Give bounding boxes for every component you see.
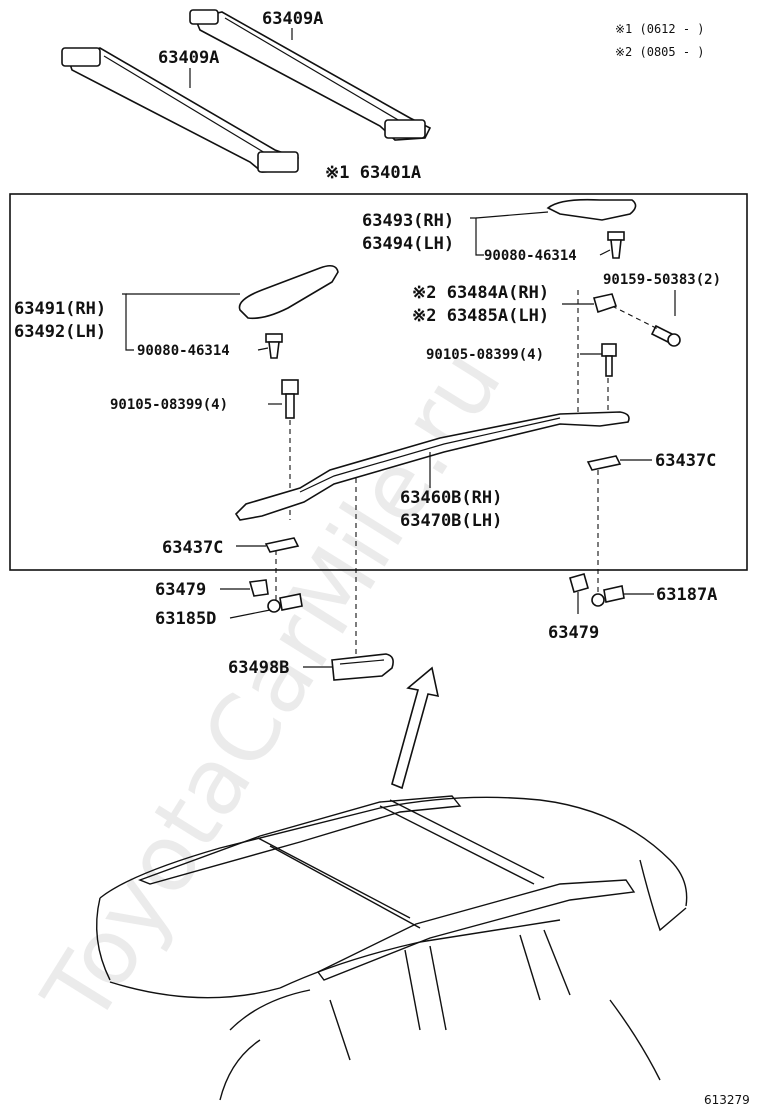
bolt-left[interactable] <box>281 379 299 419</box>
label-63185D: 63185D <box>155 609 216 629</box>
end-cover-right[interactable] <box>546 198 637 221</box>
label-90080-right: 90080-46314 <box>484 248 577 264</box>
cross-bar-upper[interactable] <box>189 9 432 141</box>
screw-90159[interactable] <box>650 324 681 347</box>
bracket-63484A[interactable] <box>592 293 618 314</box>
note-1: ※1 (0612 - ) <box>615 22 705 36</box>
label-63484A: ※2 63484A(RH) <box>412 283 549 303</box>
label-63437C-right: 63437C <box>655 451 716 471</box>
label-63187A: 63187A <box>656 585 717 605</box>
note-2: ※2 (0805 - ) <box>615 45 705 59</box>
clip-63479-left[interactable] <box>248 579 269 597</box>
nut-63185D[interactable] <box>267 593 303 613</box>
label-90105-left: 90105-08399(4) <box>110 397 228 413</box>
label-63437C-left: 63437C <box>162 538 223 558</box>
end-cover-left[interactable] <box>238 264 339 320</box>
spacer-right[interactable] <box>586 455 622 471</box>
location-arrow <box>391 666 440 790</box>
nut-63187A[interactable] <box>591 585 625 607</box>
label-90080-left: 90080-46314 <box>137 343 230 359</box>
assembly-box <box>9 193 748 571</box>
spacer-left[interactable] <box>264 537 300 553</box>
end-cap-63498B[interactable] <box>331 653 394 681</box>
label-63485A: ※2 63485A(LH) <box>412 306 549 326</box>
label-63498B: 63498B <box>228 658 289 678</box>
label-63409A-upper: 63409A <box>262 9 323 29</box>
clip-screw-left[interactable] <box>265 333 283 359</box>
label-63470B: 63470B(LH) <box>400 511 502 531</box>
clip-63479-right[interactable] <box>569 573 589 593</box>
label-63409A-lower: 63409A <box>158 48 219 68</box>
label-63493: 63493(RH) <box>362 211 454 231</box>
label-90159: 90159-50383(2) <box>603 272 721 288</box>
cross-bar-lower[interactable] <box>61 47 299 173</box>
label-63479-right: 63479 <box>548 623 599 643</box>
roof-rail-63460B[interactable] <box>234 411 630 521</box>
label-63494: 63494(LH) <box>362 234 454 254</box>
label-90105-right: 90105-08399(4) <box>426 347 544 363</box>
clip-screw-right[interactable] <box>607 231 625 259</box>
bolt-right[interactable] <box>601 343 617 377</box>
label-63492: 63492(LH) <box>14 322 106 342</box>
label-63479-left: 63479 <box>155 580 206 600</box>
label-63401A: ※1 63401A <box>325 163 421 183</box>
vehicle-outline <box>96 795 688 1101</box>
label-63491: 63491(RH) <box>14 299 106 319</box>
diagram-code: 613279 <box>704 1093 750 1107</box>
label-63460B: 63460B(RH) <box>400 488 502 508</box>
